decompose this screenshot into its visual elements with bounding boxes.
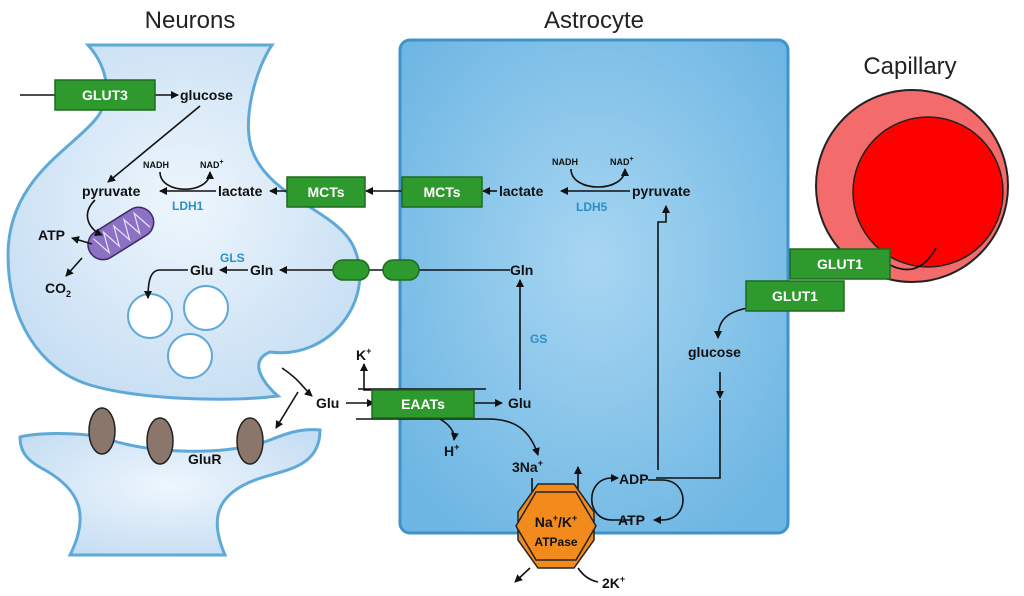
atp-adp-cycle <box>590 474 632 521</box>
capillary-lumen <box>852 116 1004 268</box>
adp-to-pyruvate-path <box>657 205 670 470</box>
glutamate-receptor-3 <box>236 417 264 465</box>
neuron-nadh-label: NADH <box>143 160 169 170</box>
vesicle-1 <box>127 293 173 339</box>
astro-lactate-label: lactate <box>499 183 544 199</box>
glur-label: GluR <box>188 451 221 467</box>
glut1-transporter-b: GLUT1 <box>745 280 845 312</box>
na3-label: 3Na+ <box>512 458 543 475</box>
capillary-glucose-curve <box>889 247 937 271</box>
mcts-astro-label: MCTs <box>423 184 460 200</box>
ldh1-cofactor-curve <box>159 171 214 191</box>
neuron-gln-label: Gln <box>250 262 273 278</box>
mito-to-atp-arrow <box>71 236 93 245</box>
synaptic-glu-label: Glu <box>316 395 339 411</box>
neuron-lactate-label: lactate <box>218 183 263 199</box>
glu-to-receptor-arrow <box>275 391 299 429</box>
astro-atp-label: ATP <box>618 512 645 528</box>
adp-label: ADP <box>619 471 649 487</box>
mitochondrion <box>87 206 155 261</box>
mcts-neuron-label: MCTs <box>307 184 344 200</box>
neuron-glucose-label: glucose <box>180 87 233 103</box>
glut3-label: GLUT3 <box>82 87 128 103</box>
pump-label-line1: Na+/K+ <box>535 513 577 530</box>
mcts-neuron-transporter: MCTs <box>286 176 366 208</box>
eaats-transporter: EAATs <box>371 389 475 419</box>
astrocyte-title: Astrocyte <box>544 7 644 34</box>
k-label: K+ <box>356 346 371 363</box>
neuron-glu-label: Glu <box>190 262 213 278</box>
astro-glucose-label: glucose <box>688 344 741 360</box>
na-influx-arrow <box>487 418 540 456</box>
glu-to-vesicle-arrow <box>144 269 188 299</box>
glutamate-receptor-1 <box>88 407 116 455</box>
h-label: H+ <box>444 442 459 459</box>
two-k-label: 2K+ <box>602 574 625 591</box>
na-k-atpase-pump: Na+/K+ ATPase <box>515 483 597 569</box>
neurons-title: Neurons <box>145 7 236 34</box>
pump-label-line2: ATPase <box>534 535 577 549</box>
mito-to-co2-arrow <box>65 257 83 277</box>
glut1-to-glucose-arrow <box>714 307 749 339</box>
atp-label: ATP <box>38 227 65 243</box>
astro-nad-label: NAD+ <box>610 156 634 167</box>
vesicle-2 <box>183 285 229 331</box>
vesicle-3 <box>167 333 213 379</box>
glu-release-arrow <box>281 367 313 397</box>
glutamate-receptor-2 <box>146 417 174 465</box>
neuron-nad-label: NAD+ <box>200 159 224 170</box>
co2-label: CO2 <box>45 280 71 299</box>
k-efflux-arrow <box>360 363 374 391</box>
h-influx-arrow <box>439 418 459 441</box>
glut1-a-label: GLUT1 <box>817 256 863 272</box>
presynaptic-neuron <box>6 43 362 401</box>
ldh1-label: LDH1 <box>172 199 204 213</box>
k-influx-line <box>577 567 599 583</box>
pump-na-efflux-arrow <box>514 567 531 583</box>
neuron-pyruvate-label: pyruvate <box>82 183 141 199</box>
adp-atp-cycle <box>648 479 684 524</box>
capillary-title: Capillary <box>863 53 956 80</box>
astro-gln-label: Gln <box>510 262 533 278</box>
glycolysis-path <box>656 400 721 479</box>
glut3-transporter: GLUT3 <box>54 79 156 111</box>
gln-transporter <box>332 259 420 281</box>
astro-nadh-label: NADH <box>552 157 578 167</box>
ldh5-label: LDH5 <box>576 200 608 214</box>
astro-pyruvate-label: pyruvate <box>632 183 691 199</box>
astro-glu-label: Glu <box>508 395 531 411</box>
gs-label: GS <box>530 332 547 346</box>
glucose-to-pyruvate-arrow <box>107 105 201 183</box>
mcts-astro-transporter: MCTs <box>401 176 483 208</box>
ldh5-cofactor-curve <box>570 168 629 188</box>
glut1-b-label: GLUT1 <box>772 288 818 304</box>
astrocyte-cell <box>398 38 790 535</box>
pyruvate-to-mito-arrow <box>86 199 103 236</box>
gls-label: GLS <box>220 251 245 265</box>
glut1-transporter-a: GLUT1 <box>789 248 891 280</box>
eaats-label: EAATs <box>401 396 445 412</box>
